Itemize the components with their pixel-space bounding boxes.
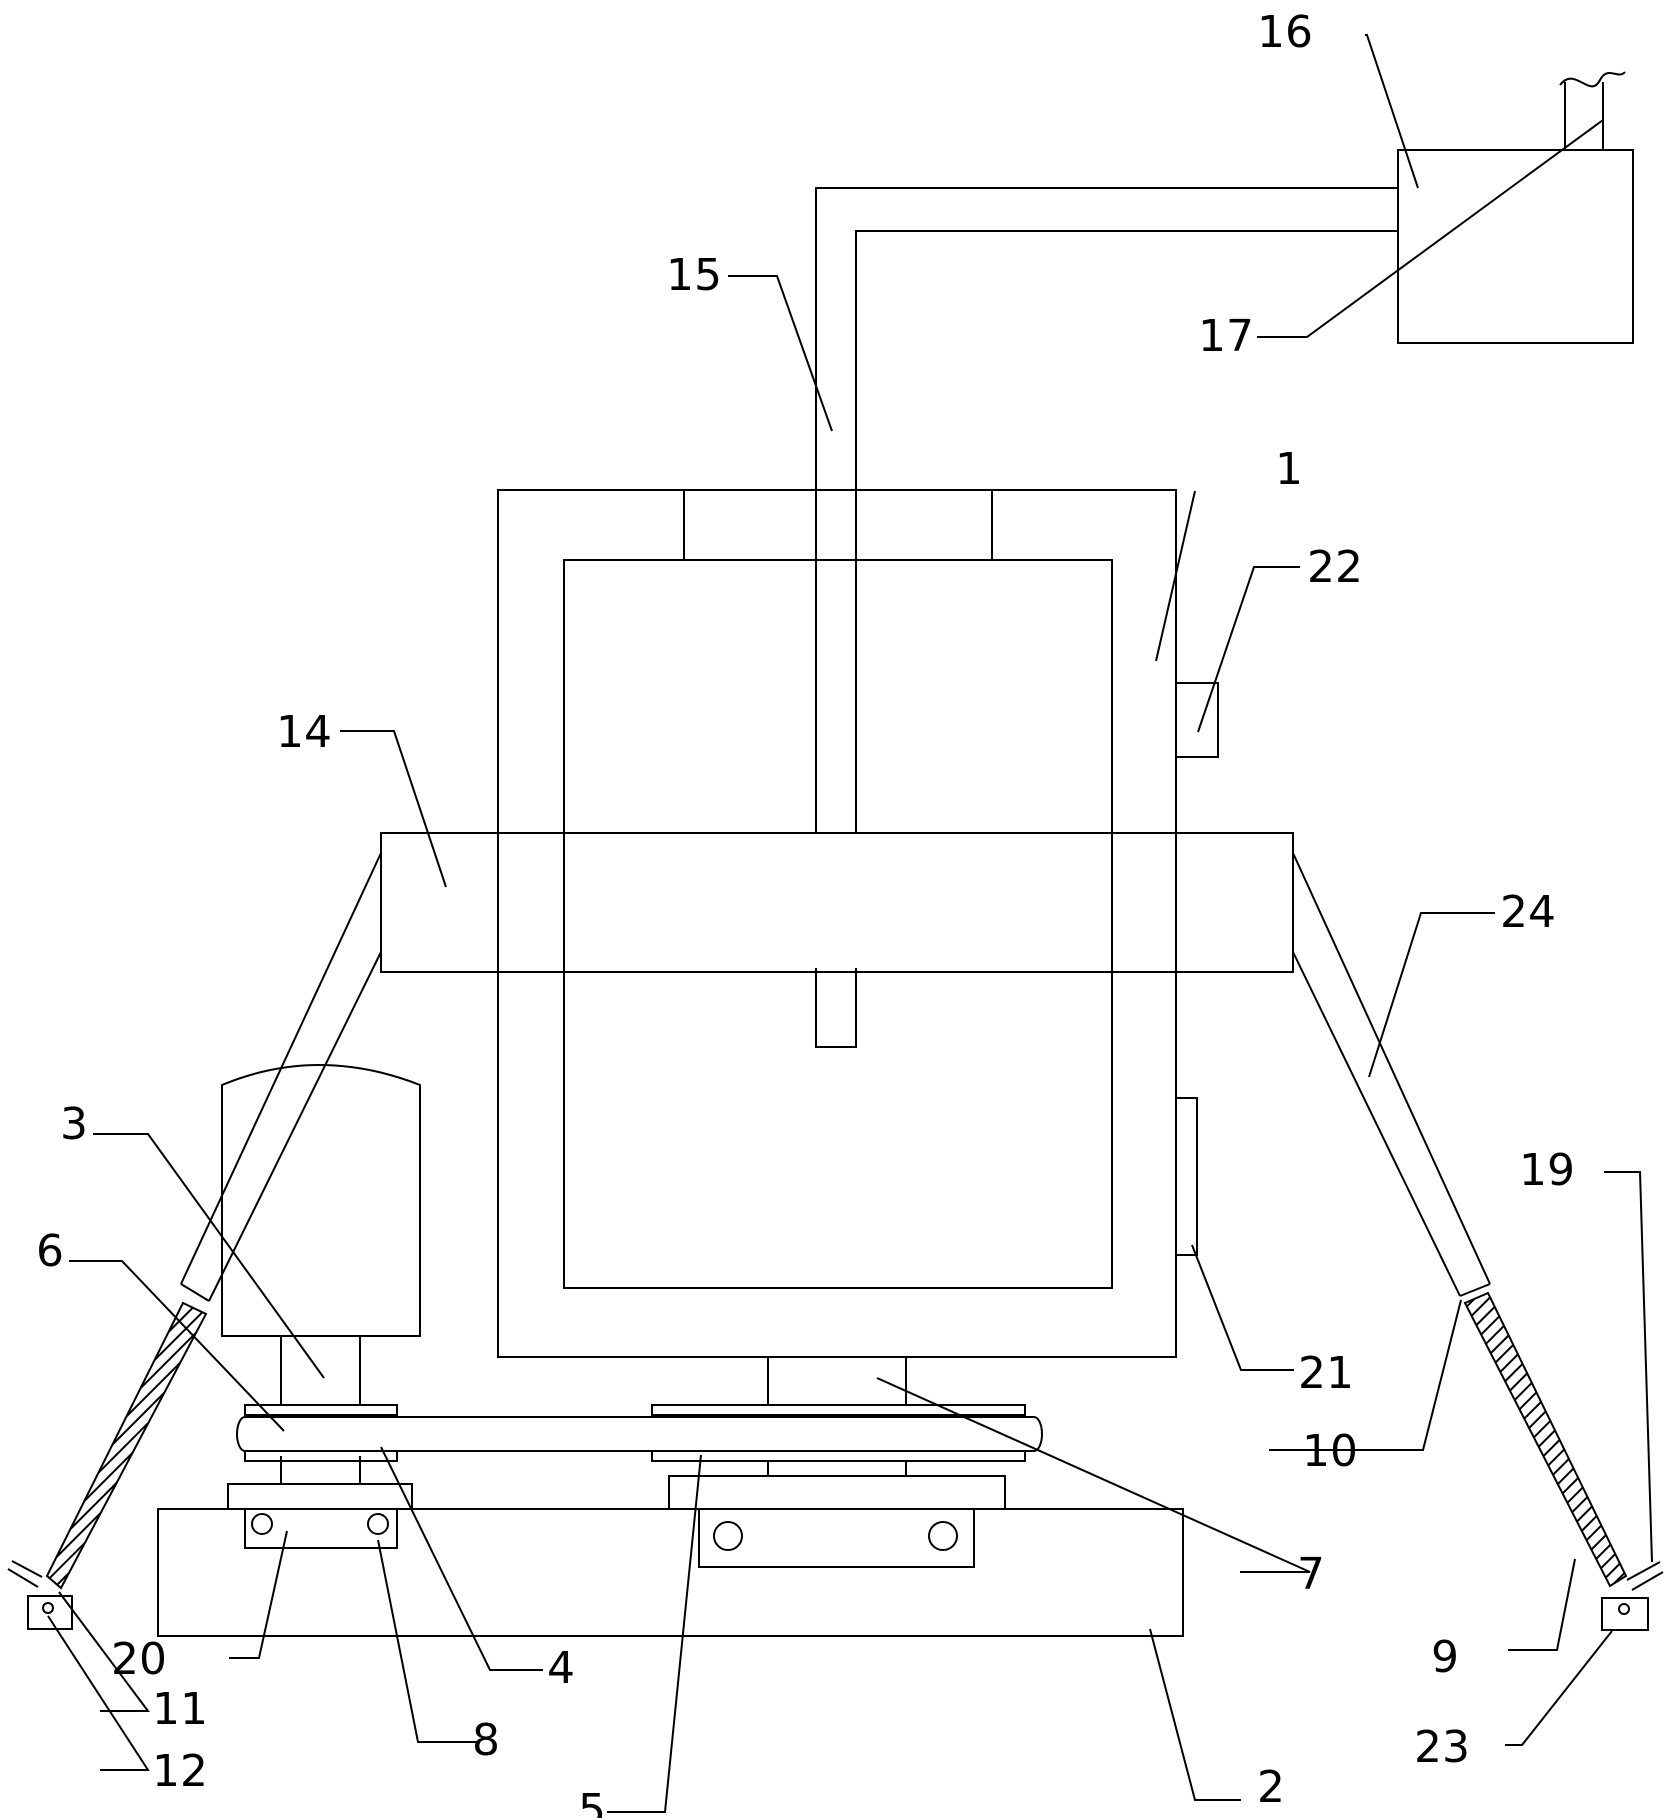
leader-lines xyxy=(47,34,1653,1813)
crossbar-14 xyxy=(380,832,1294,973)
label-21: 21 xyxy=(1298,1348,1354,1399)
right-support xyxy=(1292,852,1664,1631)
label-1: 1 xyxy=(1275,444,1303,495)
label-3: 3 xyxy=(60,1099,88,1150)
shaft-7 xyxy=(767,1357,907,1405)
label-16: 16 xyxy=(1257,7,1313,58)
label-4: 4 xyxy=(547,1643,575,1694)
component-21 xyxy=(1175,1097,1198,1256)
label-23: 23 xyxy=(1414,1722,1470,1773)
pulley-5 xyxy=(651,1404,1026,1476)
reference-numerals: 1 2 3 4 5 6 7 8 9 10 11 12 14 15 16 17 1… xyxy=(36,7,1575,1818)
label-9: 9 xyxy=(1431,1632,1459,1683)
label-24: 24 xyxy=(1500,887,1556,938)
label-17: 17 xyxy=(1198,311,1254,362)
label-12: 12 xyxy=(152,1746,208,1797)
label-15: 15 xyxy=(666,250,722,301)
pipe-15 xyxy=(815,187,1398,1048)
label-5: 5 xyxy=(578,1785,606,1818)
label-2: 2 xyxy=(1257,1762,1285,1813)
label-14: 14 xyxy=(276,707,332,758)
component-22 xyxy=(1175,682,1219,758)
label-20: 20 xyxy=(111,1634,167,1685)
label-6: 6 xyxy=(36,1226,64,1277)
tank-16 xyxy=(1397,71,1634,344)
belt-4 xyxy=(236,1416,1043,1452)
left-support xyxy=(7,852,382,1630)
label-7: 7 xyxy=(1297,1549,1325,1600)
base-2 xyxy=(157,1508,1184,1637)
label-8: 8 xyxy=(472,1715,500,1766)
housing-1 xyxy=(497,489,1219,1358)
label-11: 11 xyxy=(152,1684,208,1735)
label-19: 19 xyxy=(1519,1145,1575,1196)
label-10: 10 xyxy=(1302,1426,1358,1477)
seat-20 xyxy=(227,1483,413,1510)
motor-3 xyxy=(221,1064,421,1484)
label-22: 22 xyxy=(1307,542,1363,593)
seat-right xyxy=(668,1475,1006,1510)
